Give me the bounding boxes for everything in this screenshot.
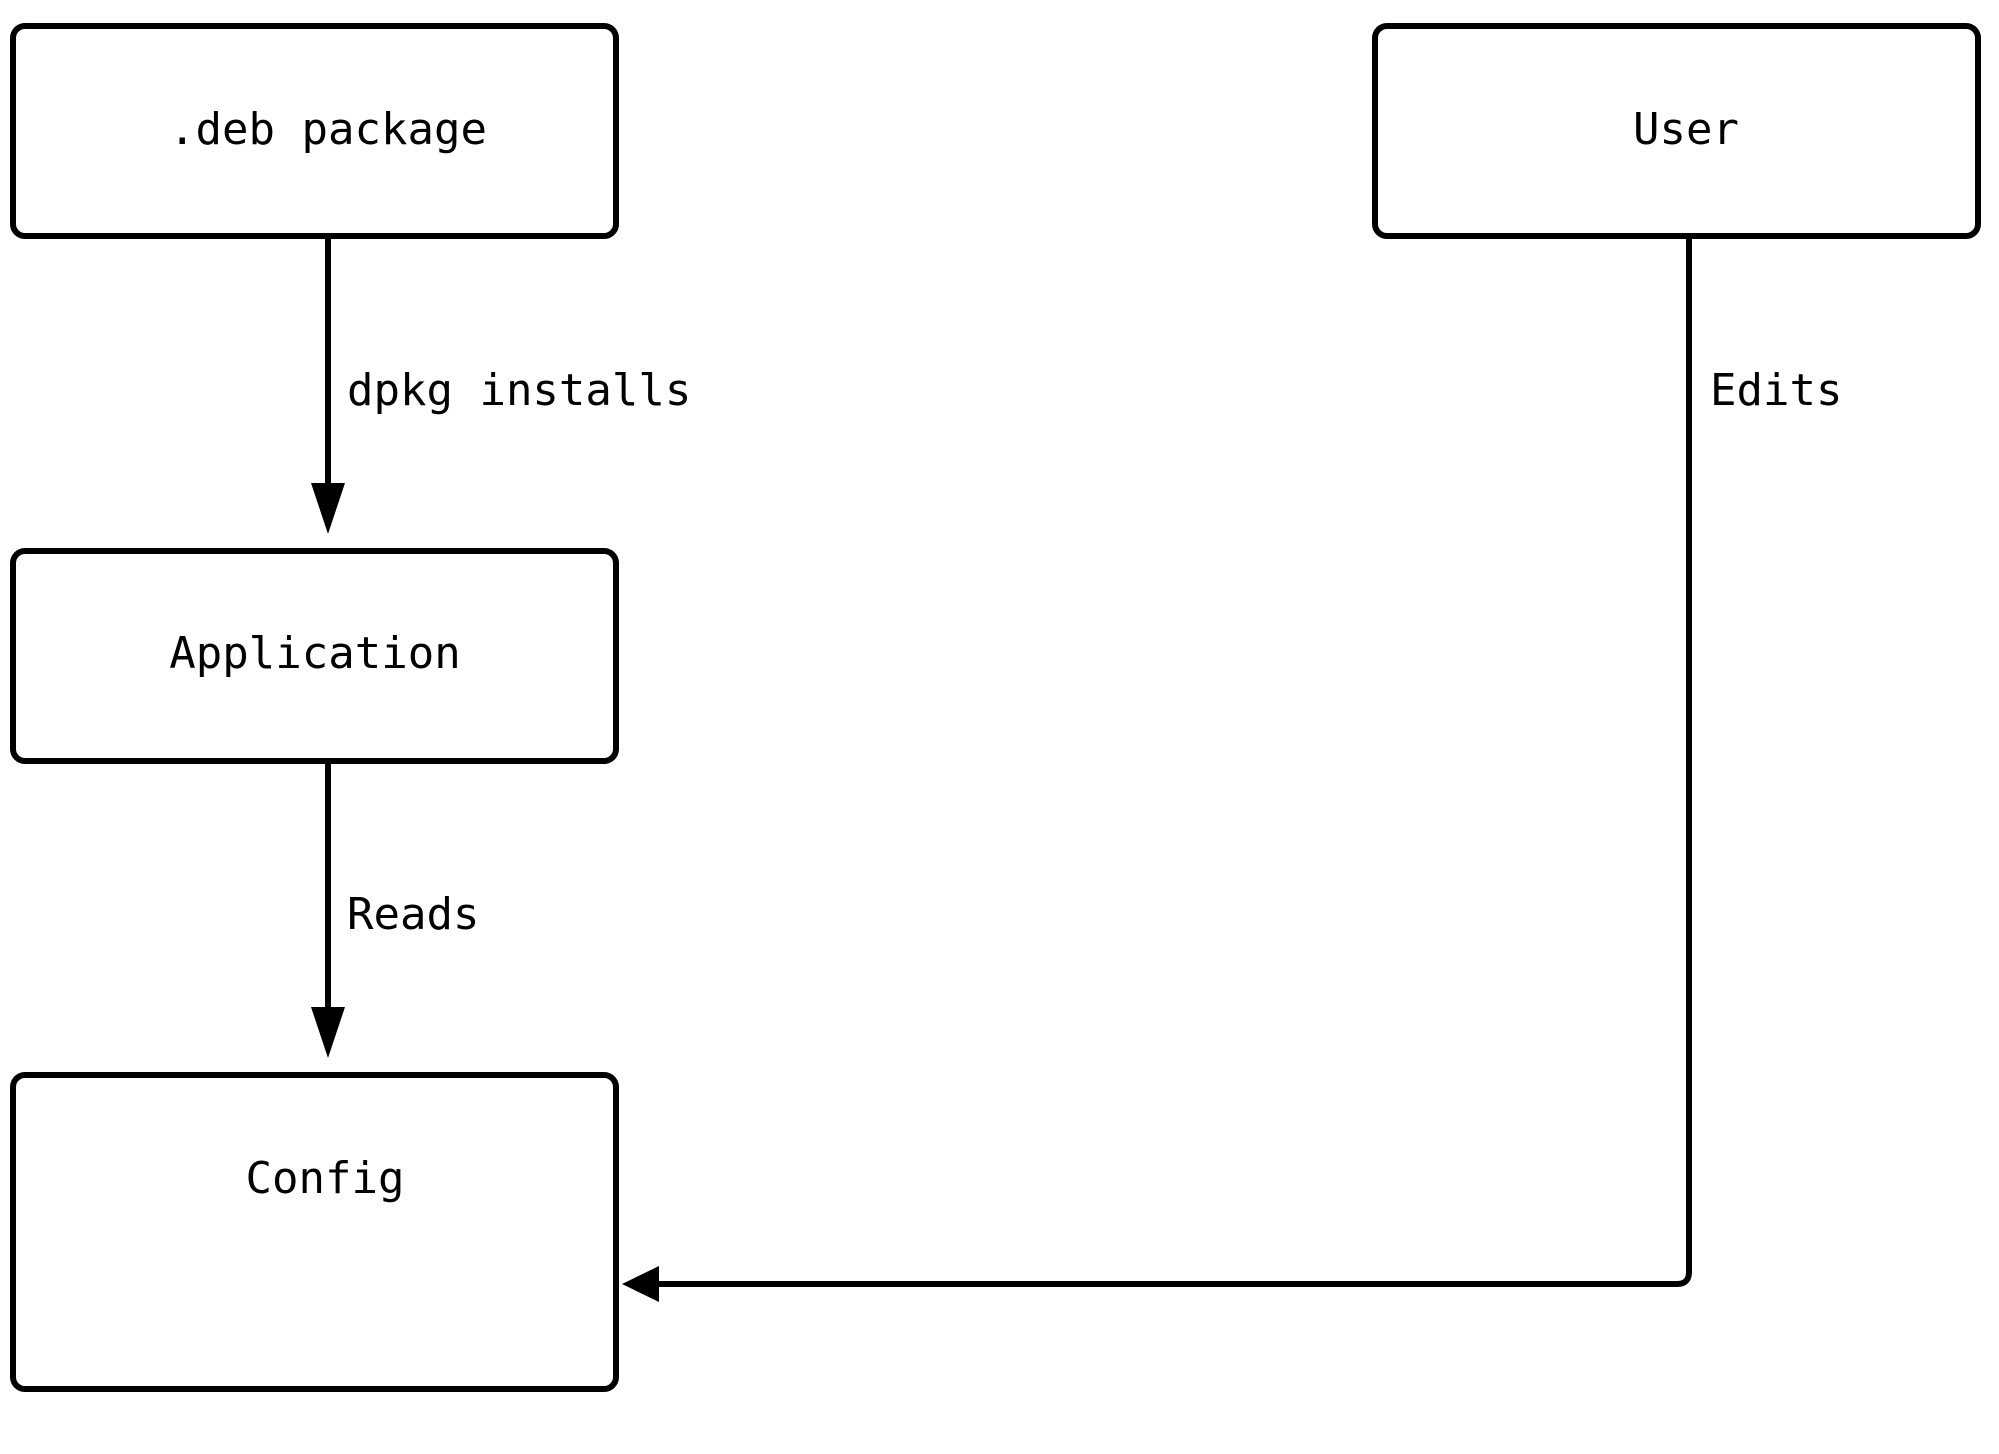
- node-config-label: Config: [246, 1153, 405, 1204]
- node-user: User: [1372, 23, 1981, 239]
- edge-deb-to-application: dpkg installs: [311, 236, 691, 534]
- edge-user-to-config-arrowhead: [622, 1266, 659, 1302]
- node-config: Config: [10, 1072, 619, 1392]
- edge-user-to-config-label: Edits: [1710, 365, 1842, 416]
- node-deb-package-label: .deb package: [169, 104, 487, 155]
- node-deb-package: .deb package: [10, 23, 619, 239]
- edge-deb-to-application-arrowhead: [311, 483, 345, 534]
- node-user-label: User: [1633, 104, 1739, 155]
- node-application-label: Application: [169, 628, 460, 679]
- edge-user-to-config: Edits: [622, 236, 1842, 1302]
- edge-application-to-config-label: Reads: [347, 889, 479, 940]
- edge-application-to-config: Reads: [311, 761, 479, 1058]
- edge-deb-to-application-label: dpkg installs: [347, 365, 691, 416]
- edge-application-to-config-arrowhead: [311, 1007, 345, 1058]
- node-application: Application: [10, 548, 619, 764]
- edge-user-to-config-line: [655, 236, 1692, 1287]
